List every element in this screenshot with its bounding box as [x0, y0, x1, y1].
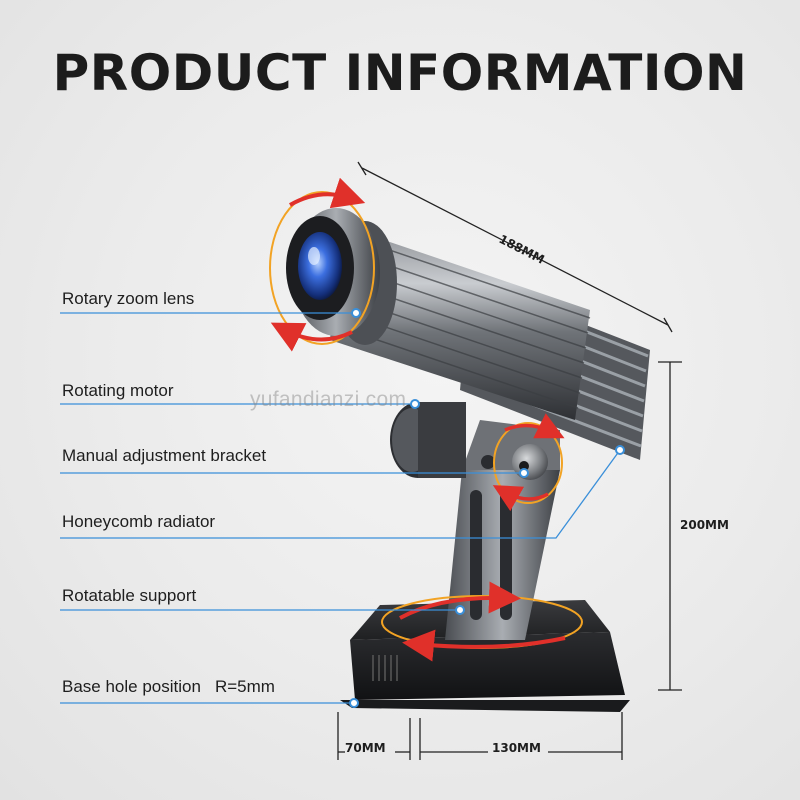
- page-title: PRODUCT INFORMATION: [52, 44, 748, 102]
- watermark-text: yufandianzi.com: [250, 388, 407, 411]
- callout-lines: [60, 312, 621, 704]
- label-rotatable-support: Rotatable support: [62, 586, 197, 605]
- base-hole-radius-text: R=5mm: [214, 677, 275, 696]
- label-honeycomb-radiator: Honeycomb radiator: [62, 512, 216, 531]
- lens-rotation-indicator: [269, 177, 375, 352]
- dimension-base-width: 130MM: [492, 741, 541, 755]
- support-rotation-indicator: [381, 581, 583, 662]
- callout-dots: [349, 308, 625, 708]
- base-hole-position-text: Base hole position: [62, 677, 201, 696]
- label-manual-adjustment-bracket: Manual adjustment bracket: [62, 446, 267, 465]
- dimension-height: 200MM: [680, 518, 729, 532]
- bracket-rotation-indicator: [492, 413, 565, 512]
- label-rotating-motor: Rotating motor: [62, 381, 174, 400]
- rotating-motor-body: [390, 402, 466, 478]
- label-rotary-zoom-lens: Rotary zoom lens: [62, 289, 195, 308]
- label-base-hole-position: Base hole position R=5mm: [62, 677, 275, 697]
- dimension-lines: [337, 161, 682, 760]
- rotary-zoom-lens-head: [286, 208, 397, 345]
- dimension-base-depth: 70MM: [345, 741, 386, 755]
